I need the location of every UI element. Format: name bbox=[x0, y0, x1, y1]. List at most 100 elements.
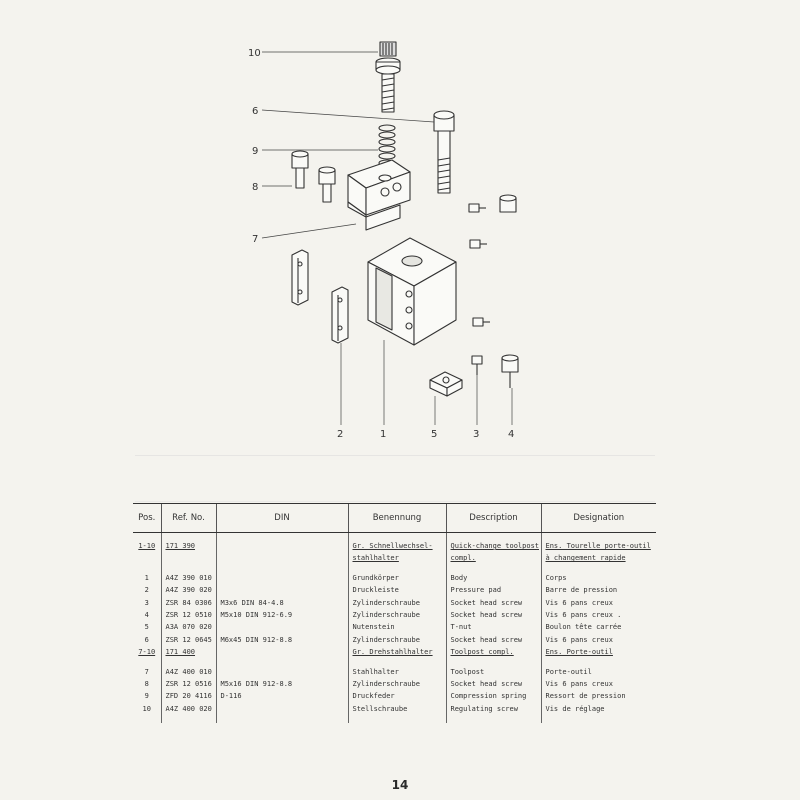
cell-benennung: Grundkörper bbox=[347, 571, 446, 585]
cell-pos: 9 bbox=[144, 692, 149, 701]
group-row-1-cont: stahlhalter compl. à changement rapide bbox=[133, 552, 656, 565]
group-row-1: 1-10 171 390 Gr. Schnellwechsel- Quick-c… bbox=[133, 540, 656, 553]
group-designation-cont: à changement rapide bbox=[540, 552, 656, 565]
col-designation-header: Designation bbox=[540, 503, 656, 533]
cell-benennung: Druckfeder bbox=[347, 690, 446, 703]
group-benennung-cont: stahlhalter bbox=[347, 552, 446, 565]
cell-designation: Vis 6 pans creux . bbox=[540, 609, 656, 622]
group-description-cont: compl. bbox=[445, 552, 541, 565]
col-ref-header: Ref. No. bbox=[160, 503, 216, 533]
exploded-assembly-drawing: 10 6 9 8 7 2 1 5 3 4 bbox=[248, 41, 519, 440]
callout-5: 5 bbox=[431, 429, 437, 440]
group-description: Quick-change toolpost bbox=[445, 540, 541, 553]
cell-din: M5x16 DIN 912-8.8 bbox=[215, 678, 348, 691]
cell-din bbox=[215, 584, 348, 597]
cell-designation: Barre de pression bbox=[540, 584, 656, 597]
socket-screws-part-8 bbox=[291, 150, 336, 203]
callout-8: 8 bbox=[252, 182, 258, 193]
cell-benennung: Stahlhalter bbox=[347, 665, 446, 679]
cell-description: T-nut bbox=[445, 621, 541, 634]
col-pos-header: Pos. bbox=[133, 503, 161, 533]
table-row: 1 A4Z 390 010 Grundkörper Body Corps bbox=[133, 571, 656, 585]
table-header-row: Pos. Ref. No. DIN Benennung Description … bbox=[133, 503, 656, 533]
cell-benennung: Zylinderschraube bbox=[347, 609, 446, 622]
table-row: 5 A3A 070 020 Nutenstein T-nut Boulon tê… bbox=[133, 621, 656, 634]
toolpost-part-7 bbox=[347, 159, 411, 231]
body-part-1 bbox=[367, 237, 457, 346]
cell-designation: Porte-outil bbox=[540, 665, 656, 679]
socket-screws-part-3-4 bbox=[468, 194, 519, 388]
cell-designation: Vis de réglage bbox=[540, 702, 656, 716]
cell-ref: ZSR 12 0516 bbox=[160, 678, 216, 691]
compression-spring-part-9 bbox=[378, 124, 396, 167]
cell-ref: A4Z 400 010 bbox=[160, 665, 216, 679]
cell-pos: 7 bbox=[144, 667, 149, 676]
regulating-screw-part-10 bbox=[375, 41, 401, 113]
cell-din: M5x10 DIN 912-6.9 bbox=[215, 609, 348, 622]
cell-designation: Vis 6 pans creux bbox=[540, 596, 656, 610]
group-benennung: Gr. Drehstahlhalter bbox=[347, 646, 446, 659]
cell-description: Compression spring bbox=[445, 690, 541, 703]
cell-description: Regulating screw bbox=[445, 702, 541, 716]
cell-pos: 3 bbox=[144, 598, 149, 607]
callout-9: 9 bbox=[252, 146, 258, 157]
cell-designation: Vis 6 pans creux bbox=[540, 633, 656, 647]
cell-designation: Vis 6 pans creux bbox=[540, 678, 656, 691]
callout-2: 2 bbox=[337, 429, 343, 440]
cell-din: M3x6 DIN 84-4.8 bbox=[215, 596, 348, 610]
col-benennung-header: Benennung bbox=[347, 503, 446, 533]
cell-pos: 8 bbox=[144, 680, 149, 689]
table-row: 6 ZSR 12 0645 M6x45 DIN 912-8.8 Zylinder… bbox=[133, 633, 656, 647]
cell-pos: 4 bbox=[144, 611, 149, 620]
cell-description: Pressure pad bbox=[445, 584, 541, 597]
leader-lines bbox=[261, 51, 513, 425]
callout-1: 1 bbox=[380, 429, 386, 440]
cell-pos: 5 bbox=[144, 623, 149, 632]
cell-ref: ZSR 12 0510 bbox=[160, 609, 216, 622]
cell-description: Toolpost bbox=[445, 665, 541, 679]
cell-ref: ZFD 20 4116 bbox=[160, 690, 216, 703]
cell-ref: ZSR 12 0645 bbox=[160, 633, 216, 647]
callout-3: 3 bbox=[473, 429, 479, 440]
parts-list-table: Pos. Ref. No. DIN Benennung Description … bbox=[133, 503, 656, 724]
cell-pos: 1 bbox=[144, 573, 149, 582]
callout-4: 4 bbox=[508, 429, 514, 440]
col-din-header: DIN bbox=[215, 503, 348, 533]
cell-description: Body bbox=[445, 571, 541, 585]
t-nut-part-5 bbox=[429, 371, 463, 397]
cell-ref: A3A 070 020 bbox=[160, 621, 216, 634]
cell-ref: ZSR 84 0306 bbox=[160, 596, 216, 610]
cell-description: Socket head screw bbox=[445, 609, 541, 622]
cell-designation: Boulon tête carrée bbox=[540, 621, 656, 634]
callout-6: 6 bbox=[252, 106, 258, 117]
cell-din bbox=[215, 702, 348, 716]
cell-pos: 6 bbox=[144, 635, 149, 644]
group-row-2: 7-10 171 400 Gr. Drehstahlhalter Toolpos… bbox=[133, 646, 656, 659]
table-row: 7 A4Z 400 010 Stahlhalter Toolpost Porte… bbox=[133, 665, 656, 679]
group-pos: 1-10 bbox=[138, 542, 156, 550]
table-row: 4 ZSR 12 0510 M5x10 DIN 912-6.9 Zylinder… bbox=[133, 609, 656, 622]
bleed-through-area bbox=[135, 455, 655, 502]
cell-pos: 2 bbox=[144, 586, 149, 595]
cell-din bbox=[215, 571, 348, 585]
cell-description: Socket head screw bbox=[445, 596, 541, 610]
group-designation: Ens. Tourelle porte-outil bbox=[540, 540, 656, 553]
group-description: Toolpost compl. bbox=[445, 646, 541, 659]
table-row: 2 A4Z 390 020 Druckleiste Pressure pad B… bbox=[133, 584, 656, 597]
cell-description: Socket head screw bbox=[445, 678, 541, 691]
group-benennung: Gr. Schnellwechsel- bbox=[347, 540, 446, 553]
callout-10: 10 bbox=[248, 48, 261, 59]
cell-din: M6x45 DIN 912-8.8 bbox=[215, 633, 348, 647]
cell-din bbox=[215, 621, 348, 634]
cell-din bbox=[215, 665, 348, 679]
cell-din: D-116 bbox=[215, 690, 348, 703]
group-pos: 7-10 bbox=[138, 648, 156, 657]
cell-ref: A4Z 400 020 bbox=[160, 702, 216, 716]
pressure-pads-part-2 bbox=[291, 249, 349, 344]
cell-benennung: Druckleiste bbox=[347, 584, 446, 597]
cell-benennung: Zylinderschraube bbox=[347, 596, 446, 610]
table-row: 9 ZFD 20 4116 D-116 Druckfeder Compressi… bbox=[133, 690, 656, 703]
page-number: 14 bbox=[391, 778, 409, 792]
cell-benennung: Zylinderschraube bbox=[347, 678, 446, 691]
cell-description: Socket head screw bbox=[445, 633, 541, 647]
